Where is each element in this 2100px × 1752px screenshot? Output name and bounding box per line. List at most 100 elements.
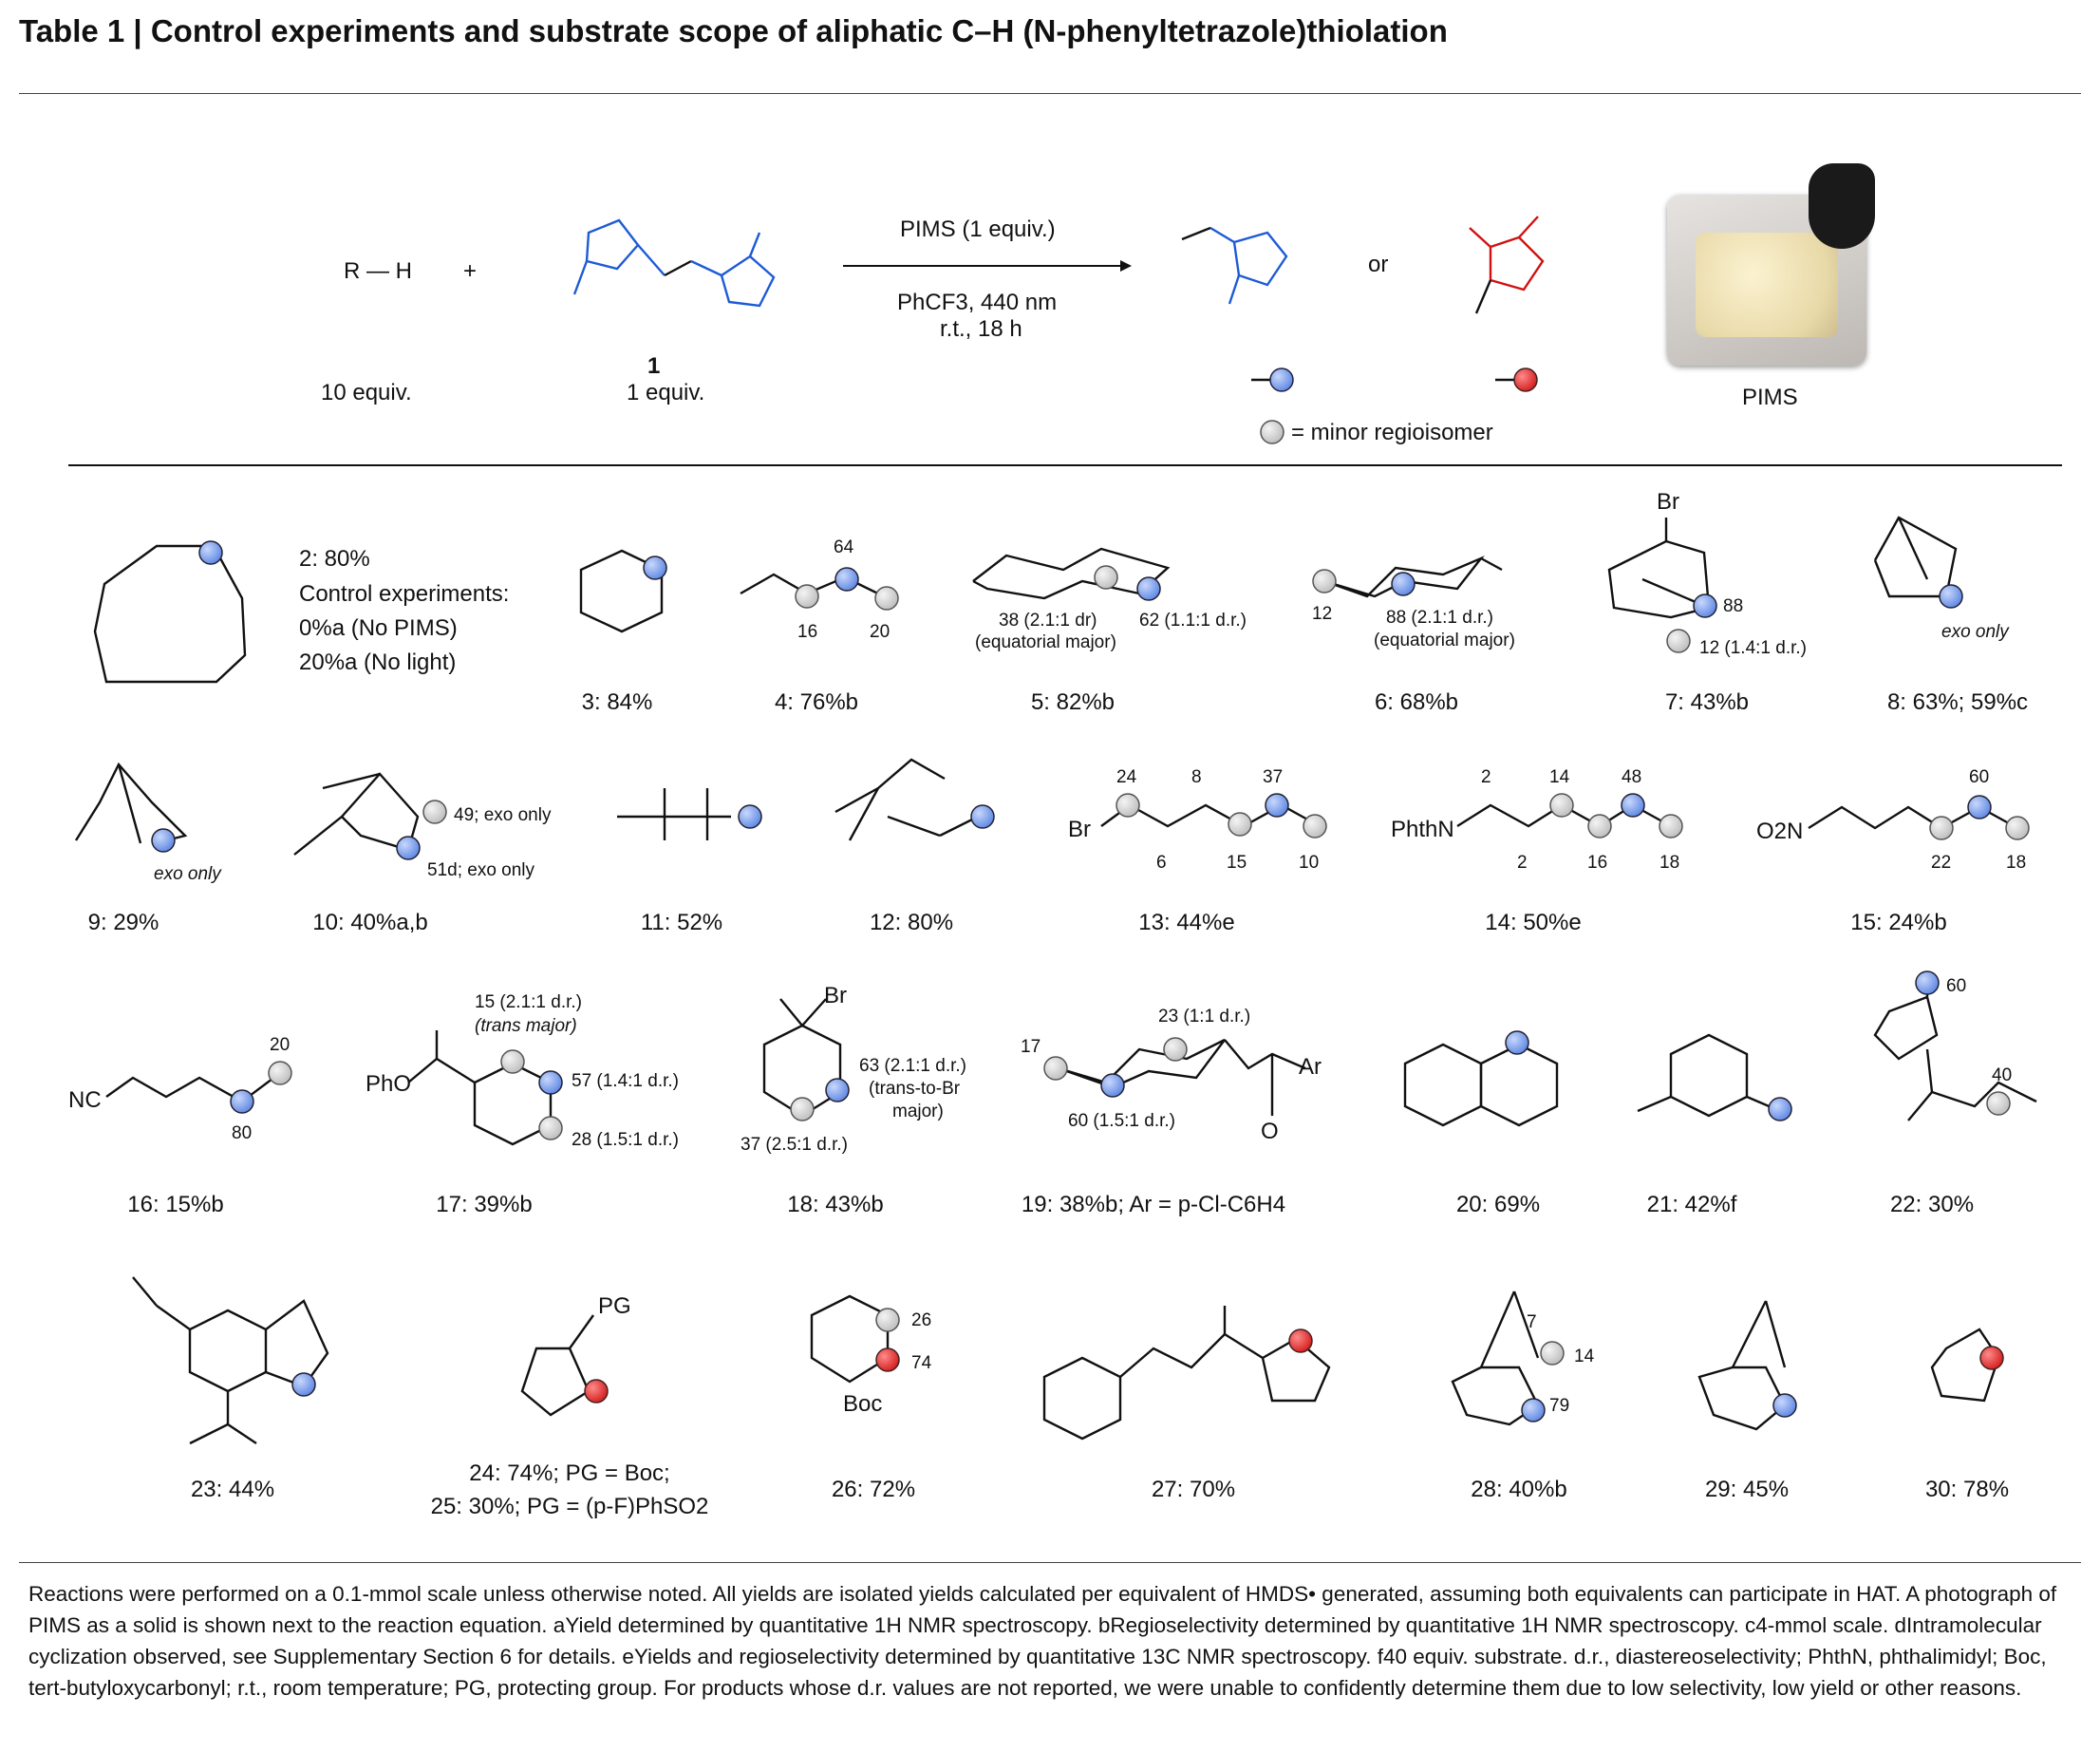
caption-9: 9: 29%: [87, 910, 159, 935]
ann-7-br: Br: [1657, 489, 1679, 515]
caption-23: 23: 44%: [190, 1477, 275, 1502]
cyclododecane: [93, 544, 247, 684]
ann-14-2a: 2: [1481, 767, 1491, 787]
cyclohexyl-27: [1042, 1356, 1122, 1441]
footnote: Reactions were performed on a 0.1-mmol s…: [28, 1582, 2057, 1700]
ann-15-22: 22: [1931, 853, 1952, 873]
caption-24: 24: 74%; PG = Boc;: [469, 1460, 670, 1486]
substrate-equiv: 10 equiv.: [321, 380, 412, 405]
caption-18: 18: 43%b: [787, 1192, 884, 1217]
ann-28-7: 7: [1527, 1312, 1537, 1332]
ann-14-48: 48: [1622, 767, 1642, 787]
caption-11: 11: 52%: [640, 910, 723, 935]
dabco-29: [1697, 1366, 1787, 1431]
caption-3: 3: 84%: [581, 689, 653, 715]
caption-26: 26: 72%: [831, 1477, 916, 1502]
photo-label: PIMS: [1742, 385, 1798, 410]
caption-25: 25: 30%; PG = (p-F)PhSO2: [430, 1494, 709, 1519]
arrow-bottom-text-1: PhCF3, 440 nm: [897, 290, 1058, 315]
caption-21: 21: 42%f: [1646, 1192, 1737, 1217]
reagent-equiv: 1 equiv.: [627, 380, 705, 405]
caption-16: 16: 15%b: [127, 1192, 224, 1217]
ann-26-boc: Boc: [843, 1391, 883, 1417]
reagent-number: 1: [647, 353, 661, 379]
thf-30: [1930, 1328, 2000, 1403]
ann-7-88: 88: [1723, 596, 1744, 616]
caption-20: 20: 69%: [1455, 1192, 1541, 1217]
nitrile-16: [105, 1072, 281, 1103]
norbornane-8: [1873, 516, 1958, 598]
reagent-disulfide: [572, 218, 776, 308]
pyrazole-22: [1873, 995, 1939, 1061]
caption-13: 13: 44%e: [1138, 910, 1235, 935]
caption-30: 30: 78%: [1924, 1477, 2010, 1502]
control-no-pims: 0%a (No PIMS): [299, 615, 458, 641]
ann-4-20: 20: [870, 622, 891, 642]
ann-17-15: 15 (2.1:1 d.r.): [475, 992, 583, 1012]
caption-7: 7: 43%b: [1664, 689, 1750, 715]
ann-14-18: 18: [1659, 853, 1680, 873]
ann-16-80: 80: [232, 1123, 253, 1143]
ann-16-nc: NC: [68, 1087, 102, 1113]
plus-sign: +: [463, 258, 478, 284]
ann-6-12: 12: [1312, 604, 1333, 624]
ann-7-12: 12 (1.4:1 d.r.): [1699, 638, 1808, 658]
caption-5: 5: 82%b: [1030, 689, 1116, 715]
ann-26-74: 74: [911, 1353, 932, 1373]
caption-19: 19: 38%b; Ar = p-Cl-C6H4: [1021, 1192, 1286, 1217]
morpholine-26: [810, 1294, 890, 1384]
control-no-light: 20%a (No light): [299, 650, 457, 675]
camphene-10: [293, 772, 420, 856]
ann-13-br: Br: [1068, 817, 1091, 842]
adamantane-7: [1607, 539, 1711, 619]
footnote-rule: [19, 1562, 2081, 1563]
ann-19-60: 60 (1.5:1 d.r.): [1068, 1111, 1176, 1131]
ann-14-phthn: PhthN: [1391, 817, 1454, 842]
caption-28: 28: 40%b: [1471, 1477, 1567, 1502]
ann-13-37: 37: [1263, 767, 1284, 787]
arrow-top-text: PIMS (1 equiv.): [900, 217, 1056, 242]
ann-13-6: 6: [1156, 853, 1167, 873]
control-heading: Control experiments:: [299, 581, 510, 607]
caption-14: 14: 50%e: [1485, 910, 1582, 935]
ann-4-64: 64: [834, 537, 854, 557]
ann-14-16: 16: [1587, 853, 1608, 873]
tetraethylsilane-12: [834, 758, 946, 814]
ann-28-79: 79: [1549, 1396, 1570, 1416]
ann-19-o: O: [1261, 1119, 1279, 1144]
ann-16-20: 20: [270, 1035, 291, 1055]
caption-29: 29: 45%: [1704, 1477, 1790, 1502]
caption-4: 4: 76%b: [774, 689, 859, 715]
ann-10-49: 49; exo only: [454, 805, 552, 825]
oxanorbornane-9: [74, 762, 188, 842]
ann-19-ar: Ar: [1299, 1054, 1322, 1080]
ann-17-trans: (trans major): [475, 1016, 577, 1036]
tetralin-20: [1403, 1043, 1483, 1127]
ann-15-o2n: O2N: [1756, 819, 1804, 844]
ann-18-37: 37 (2.5:1 d.r.): [741, 1135, 849, 1155]
entry-2-yield: 2: 80%: [299, 546, 370, 572]
product-blue: [1209, 226, 1288, 305]
ann-14-2b: 2: [1517, 853, 1528, 873]
caption-10: 10: 40%a,b: [312, 910, 428, 935]
ann-22-60: 60: [1946, 976, 1967, 996]
title-rule: [19, 93, 2081, 94]
caption-8: 8: 63%; 59%c: [1886, 689, 2029, 715]
ann-18-trans: (trans-to-Br: [869, 1079, 961, 1099]
caption-15: 15: 24%b: [1850, 910, 1947, 935]
caption-12: 12: 80%: [869, 910, 954, 935]
ann-8-exo: exo only: [1941, 622, 2009, 642]
ann-13-10: 10: [1299, 853, 1320, 873]
ann-5-eq: (equatorial major): [975, 632, 1116, 652]
ann-9-exo: exo only: [154, 864, 221, 884]
ann-15-18: 18: [2006, 853, 2027, 873]
glove-in-photo: [1809, 163, 1875, 249]
scheme-rule: [68, 464, 2062, 466]
ann-5-62: 62 (1.1:1 d.r.): [1139, 611, 1247, 631]
caption-27: 27: 70%: [1151, 1477, 1236, 1502]
ann-22-40: 40: [1992, 1065, 2013, 1085]
ann-14-14: 14: [1549, 767, 1570, 787]
ann-19-17: 17: [1021, 1037, 1041, 1057]
minor-regioisomer-legend: = minor regioisomer: [1291, 420, 1493, 445]
caption-22: 22: 30%: [1889, 1192, 1975, 1217]
